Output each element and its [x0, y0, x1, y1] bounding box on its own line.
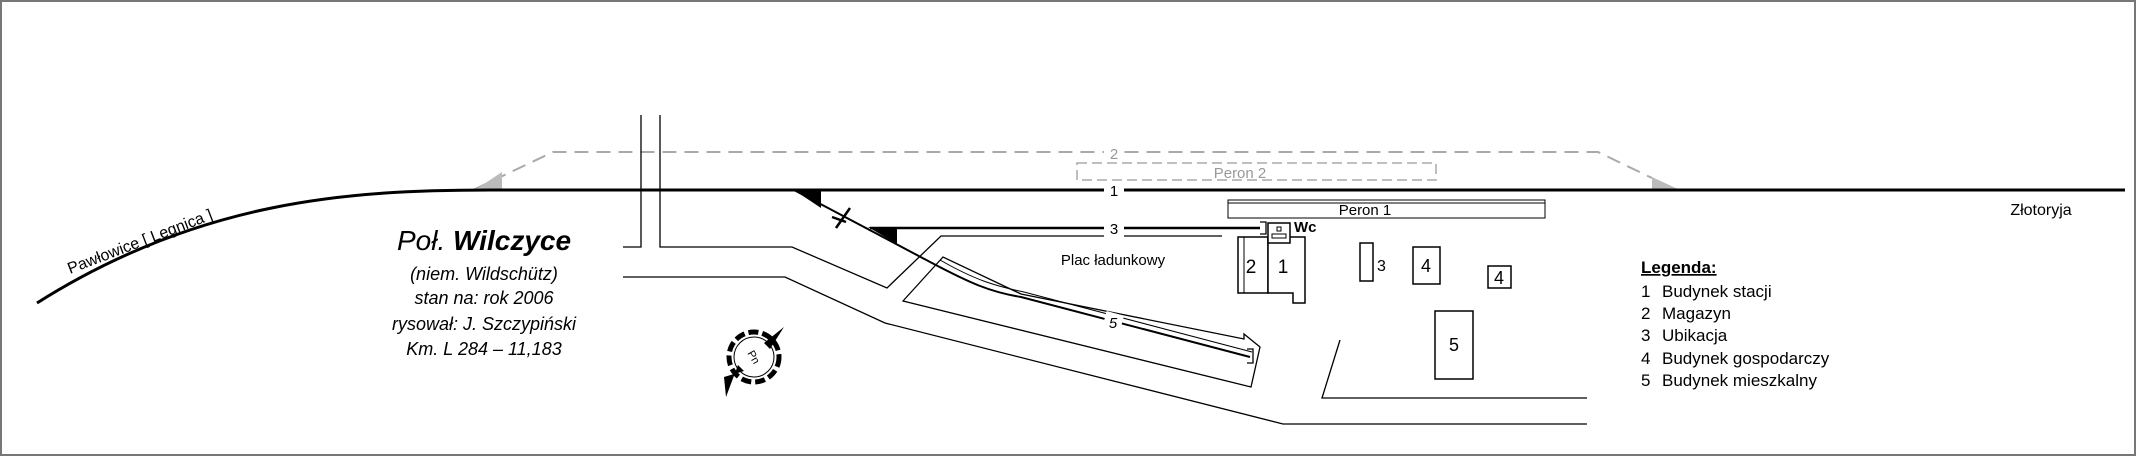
building-2-label: 2: [1246, 257, 1257, 278]
station-note-1: (niem. Wildschütz): [410, 264, 558, 284]
station-note-3: rysował: J. Szczypiński: [392, 314, 577, 334]
road-vertical-left: [623, 115, 642, 248]
building-5-label: 5: [1449, 335, 1459, 355]
compass-label: Pn: [745, 349, 762, 367]
platform-2-label: Peron 2: [1214, 165, 1267, 182]
building-3: [1359, 242, 1374, 282]
track-3-label: 3: [1110, 221, 1118, 238]
direction-right: Złotoryja: [2010, 202, 2071, 219]
legend-title: Legenda:: [1641, 258, 1717, 277]
derailer-icon: [831, 207, 852, 229]
station-name: Wilczyce: [453, 225, 571, 256]
building-4a: [1412, 246, 1441, 285]
station-note-4: Km. L 284 – 11,183: [406, 339, 561, 359]
switch-black-1: [794, 190, 821, 208]
road-right: [1321, 339, 1587, 399]
road-upper: [659, 115, 1222, 289]
track-5-label-bg: [1101, 310, 1125, 334]
building-4a-label: 4: [1421, 256, 1431, 276]
track-2-label-bg: [1104, 142, 1124, 162]
platform-2: [1076, 162, 1437, 181]
track-1-label-bg: [1104, 181, 1124, 199]
track-1-main: [36, 188, 2125, 305]
station-note-2: stan na: rok 2006: [414, 288, 554, 308]
loading-area-label: Plac ładunkowy: [1061, 252, 1166, 269]
track-2-label: 2: [1110, 146, 1118, 163]
station-title: Poł. Wilczyce: [397, 225, 571, 256]
track-3-label-bg: [1104, 219, 1124, 237]
wc-detail: [1276, 226, 1282, 232]
track-2-dashed: [472, 151, 1653, 191]
compass-icon: Pn: [724, 327, 784, 397]
loading-ramp: [901, 256, 1261, 388]
building-5: [1434, 310, 1474, 380]
buffer-stop-5: [1247, 348, 1254, 364]
road-lower: [623, 276, 1587, 425]
track-diverging: [793, 189, 1251, 358]
building-3-label: 3: [1377, 258, 1386, 275]
track-1-label: 1: [1110, 183, 1118, 200]
station-prefix: Poł.: [397, 225, 445, 256]
track-5-label: 5: [1109, 315, 1118, 332]
building-1-label: 1: [1278, 257, 1289, 278]
wc-label: Wc: [1294, 219, 1317, 236]
building-1: [1267, 236, 1306, 304]
switch-left-gray: [475, 172, 502, 190]
building-4b: [1487, 265, 1512, 289]
switch-right-gray: [1652, 177, 1680, 190]
wc-detail-2: [1271, 233, 1287, 239]
platform-1: [1227, 199, 1546, 219]
track-5-rail: [939, 259, 1253, 353]
building-4b-label: 4: [1494, 268, 1504, 288]
wc-building: [1267, 222, 1291, 244]
platform-1-label: Peron 1: [1339, 202, 1392, 219]
buffer-stop-3: [1260, 221, 1267, 235]
switch-black-2: [868, 227, 897, 244]
